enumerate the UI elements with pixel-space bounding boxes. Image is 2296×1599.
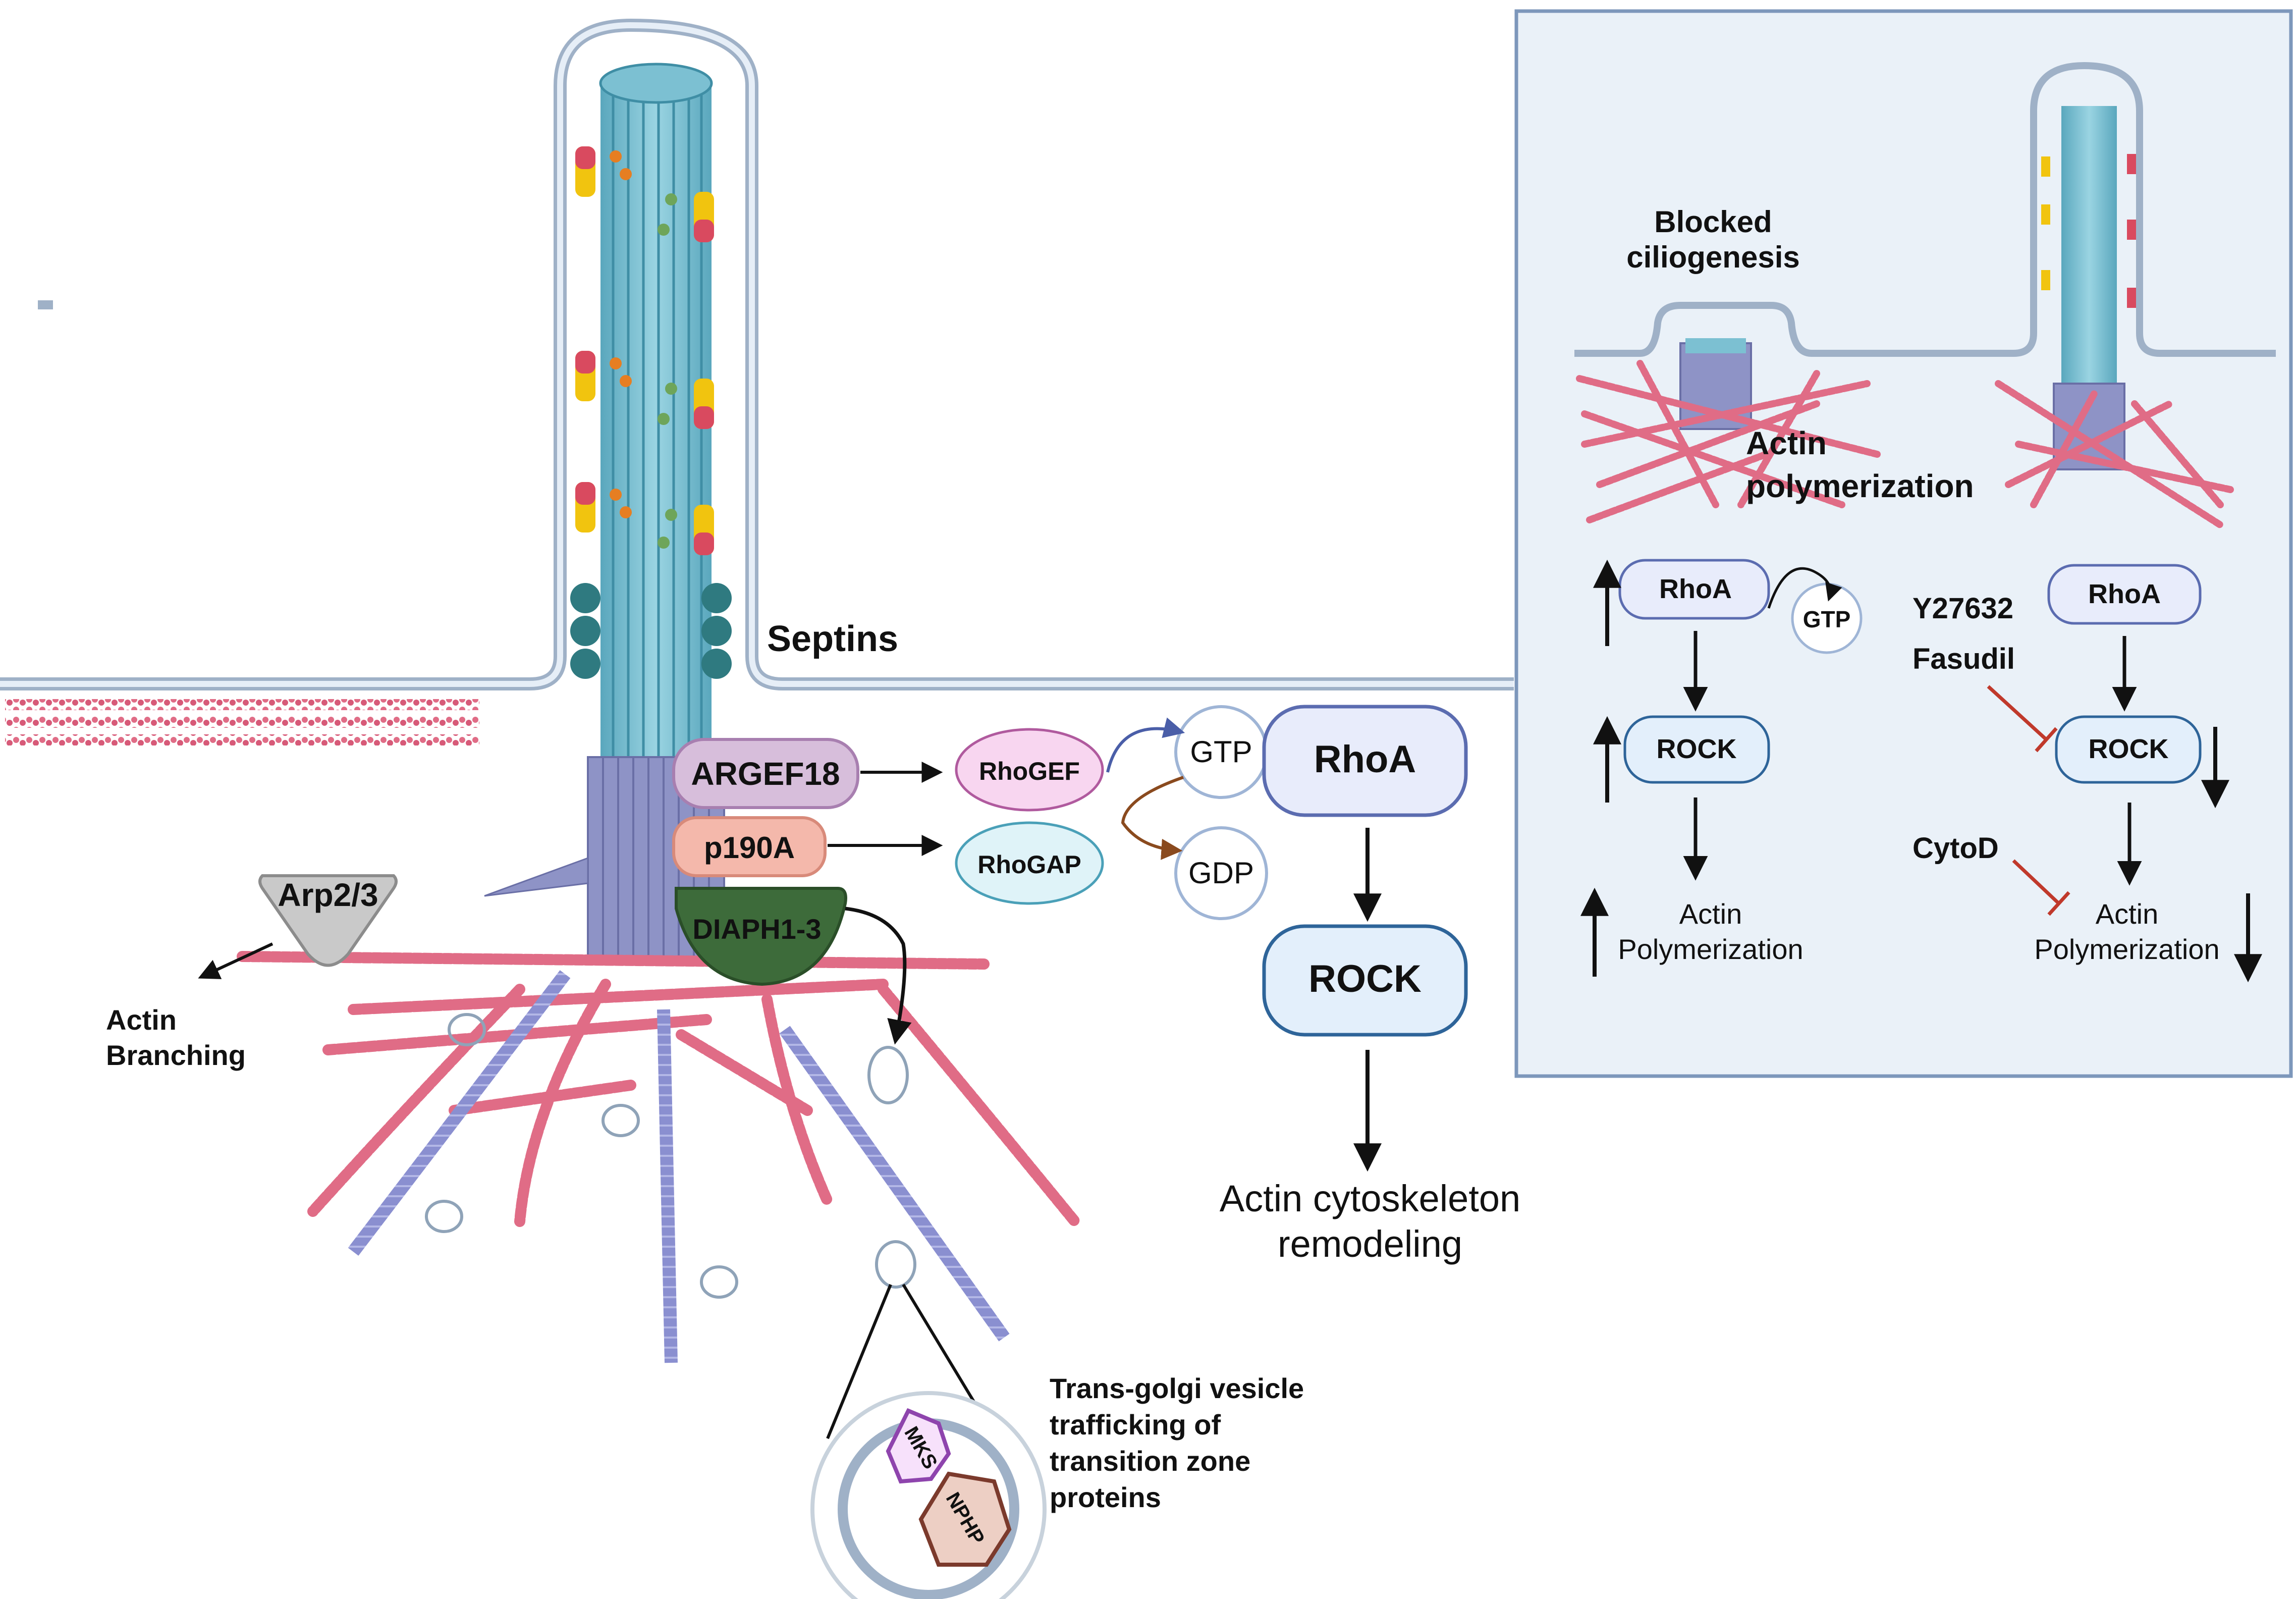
vesicle-label-2: trafficking of [1050,1409,1221,1441]
normal-cilium [1933,62,2276,528]
inhibition-lines [1987,685,2070,916]
septins-label: Septins [767,619,898,659]
remodel-label-2: remodeling [1278,1223,1462,1265]
diaph-shape [675,887,847,986]
diaph-arrow [845,907,912,1045]
diaph-label: DIAPH1-3 [692,913,821,945]
inset-left-rock-label: ROCK [1657,734,1737,764]
inset-right-rhoa-box [2047,564,2202,625]
septin-rings [570,583,732,679]
rhogef-label: RhoGEF [979,757,1080,785]
inset-left-out-2: Polymerization [1618,933,1803,965]
inset-left-gtp-label: GTP [1803,606,1851,632]
gap-arrow [1121,776,1184,860]
gtp-label: GTP [1190,735,1252,769]
inset-left-out-1: Actin [1679,898,1742,930]
actin-network [237,951,1080,1227]
rhoa-label: RhoA [1314,738,1416,781]
gef-arrow [1106,717,1185,773]
remodel-label-1: Actin cytoskeleton [1220,1178,1520,1219]
p190a-label: p190A [704,831,795,865]
actin-poly-label-1: Actin [1746,425,1827,461]
transport-vesicles [425,1013,916,1299]
gdp-circle [1174,826,1268,920]
inset-right-rock-label: ROCK [2089,734,2169,764]
inhibitor-label-3: CytoD [1912,832,1999,865]
rock-box [1262,924,1468,1037]
cortical-actin-bundle [5,699,479,745]
inset-panel [1514,9,2293,1078]
vesicle-label-1: Trans-golgi vesicle [1050,1372,1304,1404]
arp23-complex [258,874,398,967]
blocked-label-1: Blocked [1654,205,1772,239]
plasma-membrane [0,18,1514,690]
rhogap-node [955,821,1104,905]
inhibitor-label-2: Fasudil [1912,643,2015,675]
blocked-cilium [1574,302,1933,523]
inset-right-rock-box [2055,715,2202,784]
rhogef-node [955,728,1104,812]
inset-gtp-arrow [1767,567,1842,609]
arp23-label: Arp2/3 [278,877,378,913]
rhogap-label: RhoGAP [977,850,1081,879]
blocked-label-2: ciliogenesis [1626,240,1799,274]
rhoa-box [1262,705,1468,817]
actin-poly-label-2: polymerization [1746,468,1974,504]
actin-branching-label-2: Branching [106,1039,246,1071]
ift-cargo-markers [575,146,714,555]
inhibitor-label-1: Y27632 [1912,592,2013,625]
p190a-box [672,816,827,877]
arp-arrow [198,942,274,979]
microtubules [348,970,1010,1363]
vesicle-zoom [810,1284,1047,1599]
axoneme [599,63,713,777]
inset-right-out-1: Actin [2096,898,2159,930]
rock-label: ROCK [1308,957,1422,1000]
vesicle-label-4: proteins [1050,1481,1161,1513]
membrane-fragment [38,300,53,309]
vesicle-label-3: transition zone [1050,1445,1250,1477]
inset-left-rock-box [1623,715,1770,784]
argef18-box [672,738,859,809]
argef18-label: ARGEF18 [691,756,840,792]
actin-branching-label-1: Actin [106,1004,177,1036]
inset-right-out-2: Polymerization [2034,933,2219,965]
inset-right-rhoa-label: RhoA [2088,579,2161,609]
gdp-label: GDP [1188,856,1254,890]
inset-left-rhoa-label: RhoA [1659,574,1732,604]
inset-left-rhoa-box [1618,559,1770,620]
